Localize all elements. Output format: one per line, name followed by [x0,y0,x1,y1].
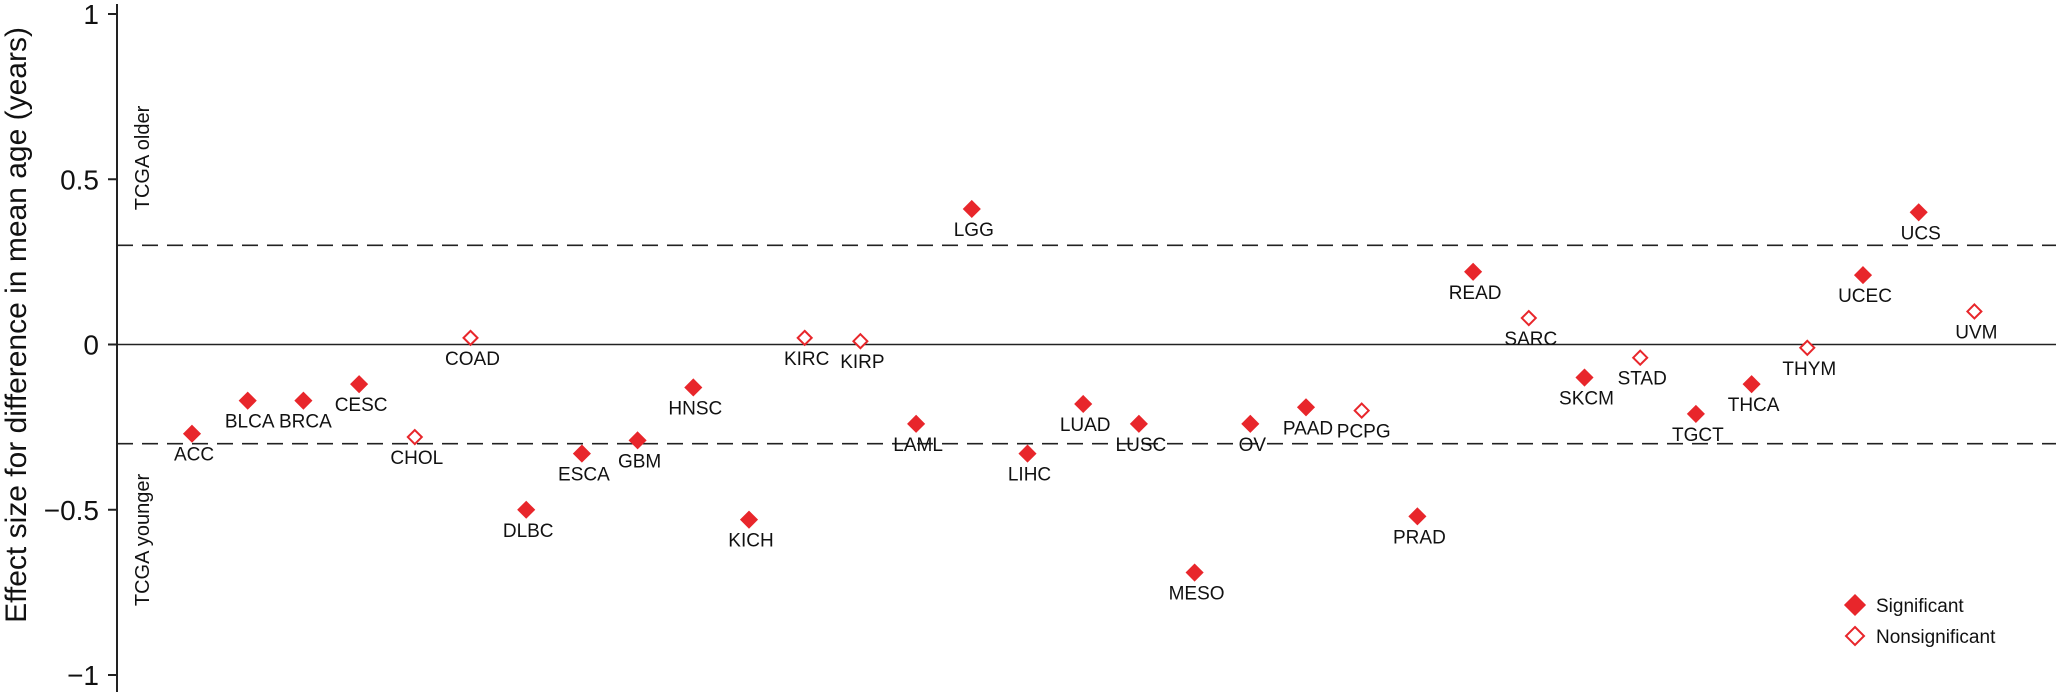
point-label-gbm: GBM [618,451,661,472]
y-tick-label: 0.5 [60,164,99,195]
point-label-tgct: TGCT [1672,425,1724,446]
point-label-kirp: KIRP [840,352,884,373]
point-marker-thym [1798,339,1816,357]
point-marker-dlbc [517,500,536,519]
point-marker-brca [294,391,313,410]
point-label-ucs: UCS [1901,223,1941,244]
point-label-lusc: LUSC [1116,435,1167,456]
point-label-dlbc: DLBC [503,521,554,542]
point-label-sarc: SARC [1504,329,1557,350]
point-label-uvm: UVM [1955,322,1997,343]
y-tick-label: −1 [67,660,99,691]
point-label-luad: LUAD [1060,415,1111,436]
point-label-chol: CHOL [390,448,443,469]
point-label-skcm: SKCM [1559,389,1614,410]
point-marker-read [1464,262,1483,281]
point-label-esca: ESCA [558,465,610,486]
point-label-acc: ACC [174,445,214,466]
point-marker-thca [1742,375,1761,394]
point-label-coad: COAD [445,349,500,370]
point-label-pcpg: PCPG [1337,422,1391,443]
point-label-thca: THCA [1728,395,1780,416]
point-marker-ucs [1909,203,1928,222]
region-label-tcga-older: TCGA older [132,105,154,210]
y-tick-label: 1 [83,0,99,30]
point-label-paad: PAAD [1283,418,1333,439]
point-marker-uvm [1965,303,1983,320]
point-marker-lusc [1129,414,1148,433]
legend-nonsignificant-marker [1844,625,1866,647]
point-marker-kirp [851,332,869,350]
legend-significant-marker [1843,593,1867,617]
point-marker-blca [238,391,257,410]
region-label-tcga-younger: TCGA younger [132,474,154,607]
point-label-hnsc: HNSC [668,398,722,419]
point-marker-luad [1074,394,1093,414]
point-label-ov: OV [1239,435,1267,456]
point-marker-hnsc [684,378,703,397]
point-marker-prad [1408,507,1427,526]
point-label-stad: STAD [1618,369,1667,390]
point-marker-kich [739,510,759,529]
point-label-lihc: LIHC [1008,465,1051,486]
y-tick-label: 0 [83,330,99,361]
point-marker-meso [1185,563,1204,582]
point-marker-chol [406,428,424,446]
point-marker-laml [907,414,926,433]
point-label-kirc: KIRC [784,349,829,370]
point-marker-kirc [796,329,814,347]
point-marker-pcpg [1353,402,1371,420]
point-marker-stad [1631,349,1649,367]
point-label-meso: MESO [1169,584,1225,605]
point-marker-coad [462,329,479,347]
point-label-thym: THYM [1782,359,1836,380]
legend: Significant Nonsignificant [1843,593,1996,648]
point-marker-esca [572,444,591,463]
point-marker-ov [1241,414,1260,433]
point-label-cesc: CESC [335,395,388,416]
point-marker-gbm [628,431,647,450]
point-label-ucec: UCEC [1838,286,1892,307]
point-marker-paad [1296,398,1316,417]
y-axis: 1 0.5 0 −0.5 −1 [44,0,118,692]
y-axis-title: Effect size for difference in mean age (… [0,27,33,623]
point-marker-acc [182,424,202,443]
point-marker-cesc [350,375,369,394]
reference-lines [117,244,2056,445]
point-label-blca: BLCA [225,412,275,433]
point-label-brca: BRCA [279,412,332,433]
point-marker-tgct [1686,404,1705,423]
point-label-kich: KICH [728,531,773,552]
y-tick-label: −0.5 [44,495,99,526]
point-marker-skcm [1575,368,1594,387]
point-label-laml: LAML [893,435,943,456]
point-marker-ucec [1853,266,1873,285]
point-marker-lgg [962,199,981,219]
point-marker-sarc [1520,309,1538,327]
legend-significant-label: Significant [1876,596,1964,617]
point-marker-lihc [1018,444,1037,463]
point-label-prad: PRAD [1393,527,1446,548]
point-label-read: READ [1449,283,1502,304]
point-label-lgg: LGG [954,220,994,241]
legend-nonsignificant-label: Nonsignificant [1876,627,1996,648]
